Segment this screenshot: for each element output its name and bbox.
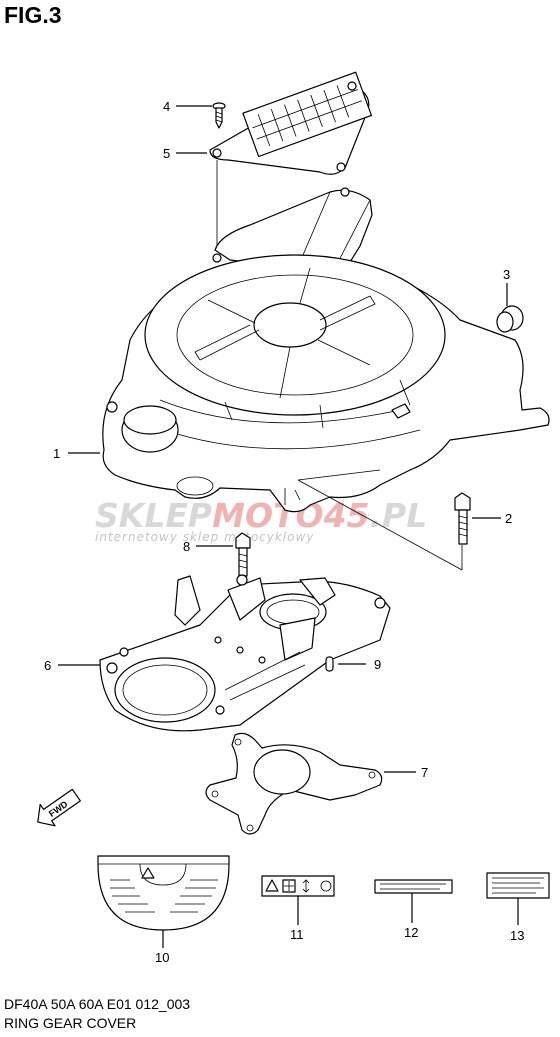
callout-2: 2	[505, 511, 512, 526]
part-7-gasket	[205, 732, 383, 835]
watermark-tagline: internetowy sklep motocyklowy	[95, 530, 314, 544]
callout-12: 12	[404, 925, 418, 940]
callout-10: 10	[155, 950, 169, 965]
callout-7: 7	[421, 765, 428, 780]
callout-numbers: 1 2 3 4 5 6 7 8 9 10 11 12 13	[44, 99, 524, 965]
part-1-ring-gear-cover	[102, 187, 550, 513]
part-11-warning-decal	[261, 875, 335, 897]
part-13-label	[486, 872, 550, 899]
callout-13: 13	[510, 928, 524, 943]
callout-8: 8	[183, 539, 190, 554]
part-4-screw	[212, 102, 226, 129]
figure-title: FIG.3	[4, 2, 62, 28]
callout-6: 6	[44, 658, 51, 673]
part-5-plate	[209, 71, 373, 175]
watermark-brand: SKLEPMOTO45.PL	[95, 496, 427, 535]
part-10-decal-half-round	[97, 855, 230, 931]
part-3-grommet	[496, 305, 524, 333]
callout-1: 1	[53, 446, 60, 461]
callout-4: 4	[163, 99, 170, 114]
fwd-arrow-icon: FWD	[37, 788, 81, 827]
callout-leaders	[58, 105, 519, 948]
callout-11: 11	[290, 927, 304, 942]
callout-3: 3	[503, 267, 510, 282]
part-8-bolt	[235, 532, 251, 577]
diagram-caption: RING GEAR COVER	[4, 1015, 137, 1031]
part-6-bracket	[99, 574, 391, 732]
callout-5: 5	[163, 146, 170, 161]
part-12-label	[374, 879, 453, 894]
callout-9: 9	[374, 657, 381, 672]
part-2-bolt	[454, 492, 471, 545]
part-9-pin	[325, 656, 334, 672]
assembly-line-bolt	[297, 469, 463, 571]
watermark: SKLEPMOTO45.PL internetowy sklep motocyk…	[95, 496, 427, 544]
model-code: DF40A 50A 60A E01 012_003	[4, 996, 191, 1012]
